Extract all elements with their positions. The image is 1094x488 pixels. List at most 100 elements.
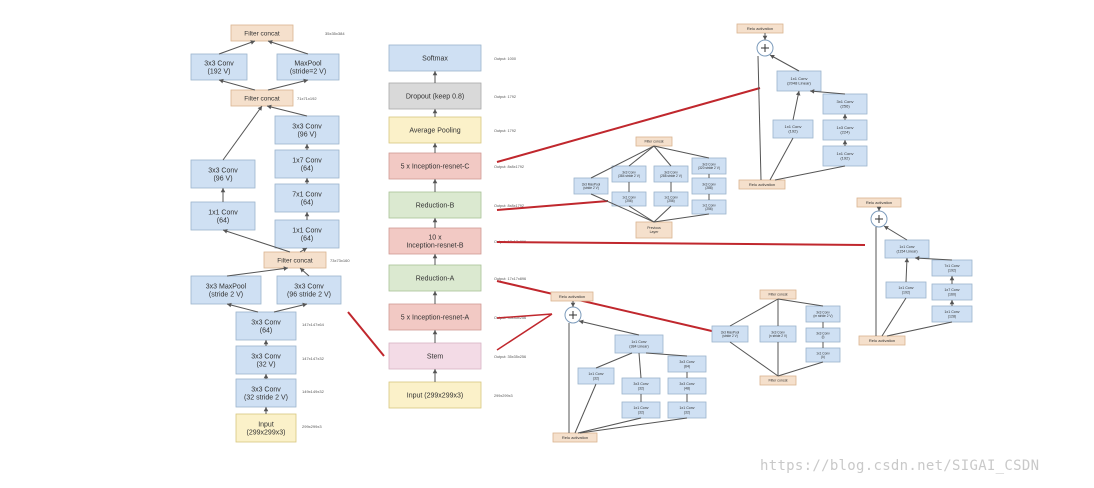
incA-1x1-conv-32-b: 1x1 Conv(32) <box>621 401 661 419</box>
arrow-head <box>257 106 262 111</box>
main-average-pooling-output-label: Output: 1792 <box>494 129 516 133</box>
red-link-inception-c <box>496 87 761 163</box>
redA-filter-concat-bottom: Filter concat <box>759 375 797 386</box>
redB-1x1-conv-256-a: 1x1 Conv(256) <box>611 191 647 207</box>
stem-arrow-3b <box>273 303 308 313</box>
red-link-reduction-a <box>496 280 717 333</box>
incB-1x1-conv-192: 1x1 Conv(192) <box>885 281 927 299</box>
stem-7x1-conv: 7x1 Conv(64) <box>274 183 340 213</box>
red-link-stem <box>347 311 385 357</box>
main-inception-resnet-a-label: 5 x Inception-resnet-A <box>401 314 470 321</box>
incC-1x1-conv-256-label: (256) <box>840 104 850 109</box>
incA-1x1-conv-32-b-label: 1x1 Conv <box>633 406 648 410</box>
incB-relu-top-label: Relu activation <box>866 200 892 205</box>
redB-1x1-conv-256-b: 1x1 Conv(256) <box>653 191 689 207</box>
incA-1x1-conv-32-c-label: 1x1 Conv <box>679 406 694 410</box>
incA-add-circle-icon <box>564 306 582 324</box>
stem-input-rect <box>235 413 297 443</box>
size-label-299x299x3: 299x299x3 <box>302 424 322 429</box>
main-input-output-label: 299x299x3 <box>494 394 513 398</box>
incC-relu-bottom: Relu activation <box>738 179 786 190</box>
stem-1x7-conv-label: 1x7 Conv <box>292 157 322 164</box>
arrow-head <box>304 144 310 149</box>
incB-arrow-b2 <box>914 257 953 261</box>
stem-3x3-conv-192: 3x3 Conv(192 V) <box>190 53 248 81</box>
stem-arrow-4a <box>226 267 289 277</box>
stem-arrow-12a <box>218 40 256 55</box>
incA-1x1-conv-384-linear-label: 1x1 Conv <box>631 340 646 344</box>
arrow-head <box>770 55 775 60</box>
incA-1x1-conv-384-linear: 1x1 Conv(384 Linear) <box>614 334 664 354</box>
main-softmax: Softmax <box>388 44 482 72</box>
arrow-head <box>432 291 438 296</box>
arrow-head <box>842 114 848 119</box>
incB-7x1-conv-192: 7x1 Conv(192) <box>931 259 973 277</box>
arrow-head <box>570 302 576 307</box>
stem-3x3-conv-32: 3x3 Conv(32 V) <box>235 345 297 375</box>
stem-filter-concat-top-rect <box>230 24 294 42</box>
stem-arrow-5a <box>222 229 291 253</box>
arrow-head <box>219 78 224 84</box>
stem-1x1-conv-right-label: 1x1 Conv <box>292 227 322 234</box>
incC-1x3-conv-224: 1x3 Conv(224) <box>822 119 868 141</box>
incC-1x1-conv-192-left-label: 1x1 Conv <box>785 124 802 129</box>
red-link-inception-b <box>496 241 866 246</box>
arrow-head <box>267 104 272 110</box>
incC-relu-bottom-label: Relu activation <box>749 182 775 187</box>
stem-filter-concat-top: Filter concat <box>230 24 294 42</box>
incA-3x3-conv-48-label: (48) <box>684 386 690 390</box>
incC-arrow-b1 <box>792 90 800 121</box>
arrow-head <box>304 178 310 183</box>
incC-1x3-conv-224-label: (224) <box>840 130 850 135</box>
stem-1x7-conv-label: (64) <box>301 165 313 172</box>
arrow-head <box>227 302 232 308</box>
arrow-head <box>263 374 269 379</box>
incC-1x1-conv-192-left: 1x1 Conv(192) <box>772 119 814 139</box>
incC-shortcut <box>757 55 762 181</box>
redB-3x3-conv-288-label: 3x3 Conv <box>664 170 678 174</box>
redA-3x3-conv-l-label: 3x3 Conv <box>816 331 830 335</box>
incB-1x7-conv-160-label: 1x7 Conv <box>944 288 959 292</box>
incA-1x1-conv-384-linear-label: (384 Linear) <box>629 344 648 348</box>
stem-3x3-maxpool-label: (stride 2 V) <box>209 291 243 298</box>
incC-1x1-conv-192-right-label: 1x1 Conv <box>837 151 854 156</box>
stem-3x3-conv-192-label: (192 V) <box>208 68 231 75</box>
stem-1x1-conv-right-rect <box>274 219 340 249</box>
arrow-head <box>432 109 438 114</box>
stem-filter-concat-low-label: Filter concat <box>277 257 313 264</box>
main-average-pooling-rect <box>388 116 482 144</box>
stem-filter-concat-mid: Filter concat <box>230 89 294 107</box>
stem-arrow-12b <box>267 40 309 55</box>
redA-3x3-maxpool-label: (stride 2 V) <box>722 334 738 338</box>
stem-3x3-maxpool-label: 3x3 MaxPool <box>206 283 247 290</box>
stem-3x3-conv-32-rect <box>235 345 297 375</box>
arrow-head <box>250 40 255 45</box>
redB-1x1-conv-256-c: 1x1 Conv(256) <box>691 199 727 215</box>
size-label-35x35x384: 35x35x384 <box>325 31 345 36</box>
arrow-head <box>432 330 438 335</box>
main-reduction-a-label: Reduction-A <box>416 275 455 282</box>
redA-3x3-maxpool-label: 3x3 MaxPool <box>721 330 740 334</box>
stem-3x3-conv-192-label: 3x3 Conv <box>204 60 234 67</box>
redA-3x3-conv-n-label: (n stride 2 V) <box>769 334 787 338</box>
incA-b3 <box>645 352 688 357</box>
incC-1x1-conv-2048-linear: 1x1 Conv(2048 Linear) <box>776 70 822 92</box>
redB-3x3-conv-288-b: 3x3 Conv(288) <box>691 177 727 195</box>
redA-to-concat-2 <box>777 298 824 307</box>
stem-3x3-conv-96-right-label: 3x3 Conv <box>292 123 322 130</box>
stem-arrow-10a <box>222 105 263 161</box>
arrow-head <box>432 179 438 184</box>
incA-in-3 <box>579 417 688 434</box>
incB-in-2 <box>886 321 953 337</box>
redB-3x3-conv-288-b-label: 3x3 Conv <box>702 182 716 186</box>
redA-filter-concat-top: Filter concat <box>759 289 797 300</box>
stem-filter-concat-low: Filter concat <box>263 251 327 269</box>
size-label-149x149x32: 149x149x32 <box>302 389 325 394</box>
main-stem-rect <box>388 342 482 370</box>
redA-filter-concat-top-label: Filter concat <box>768 293 787 297</box>
incA-arrow-sum <box>578 320 640 336</box>
arrow-head <box>302 248 307 253</box>
size-label-147x147x64: 147x147x64 <box>302 322 325 327</box>
incB-1x1-conv-1154-linear-label: 1x1 Conv <box>899 245 914 249</box>
main-dropout: Dropout (keep 0.8) <box>388 82 482 110</box>
